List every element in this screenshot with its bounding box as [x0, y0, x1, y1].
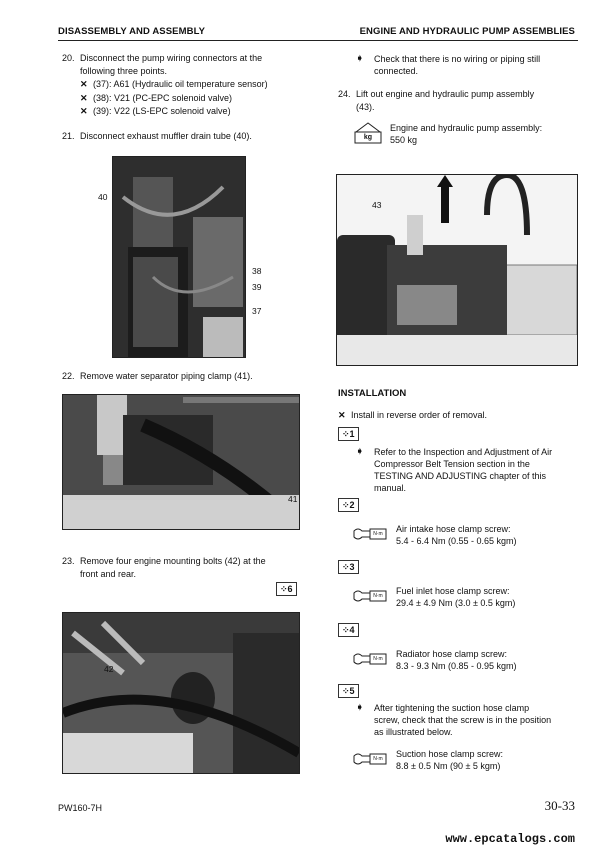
mark-5: ⁘5	[338, 684, 359, 698]
install-icon: ✕	[338, 410, 346, 420]
mark-2-spec: Air intake hose clamp screw:5.4 - 6.4 Nm…	[396, 524, 517, 546]
step-22: 22.Remove water separator piping clamp (…	[62, 371, 253, 381]
photo-engine-lift	[336, 174, 578, 366]
step-23: 23.Remove four engine mounting bolts (42…	[62, 556, 266, 579]
mark-3: ⁘3	[338, 560, 359, 574]
footer-model: PW160-7H	[58, 803, 103, 813]
photo-water-separator	[62, 394, 300, 530]
disconnect-icon: ✕	[80, 92, 88, 103]
step-24: 24.Lift out engine and hydraulic pump as…	[338, 89, 535, 112]
header-right: ENGINE AND HYDRAULIC PUMP ASSEMBLIES	[359, 26, 575, 37]
installation-title: INSTALLATION	[338, 388, 407, 399]
step-21: 21.Disconnect exhaust muffler drain tube…	[62, 131, 252, 141]
torque-wrench-icon: N·m	[352, 589, 388, 603]
mark-3-spec: Fuel inlet hose clamp screw:29.4 ± 4.9 N…	[396, 586, 516, 608]
mark-1: ⁘1	[338, 427, 359, 441]
disconnect-icon: ✕	[80, 79, 88, 89]
mark-4: ⁘4	[338, 623, 359, 637]
callout-39: 39	[252, 282, 262, 292]
install-line: ✕Install in reverse order of removal.	[338, 410, 488, 420]
mark-4-spec: Radiator hose clamp screw:8.3 - 9.3 Nm (…	[396, 649, 517, 671]
torque-wrench-icon: N·m	[352, 652, 388, 666]
photo-exhaust-drain	[112, 156, 246, 358]
callout-40: 40	[98, 192, 108, 202]
weight-kg-icon: kg	[352, 122, 384, 144]
weight-spec: Engine and hydraulic pump assembly:550 k…	[390, 123, 543, 145]
page-number: 30-33	[544, 798, 575, 813]
callout-41: 41	[288, 494, 298, 504]
callout-38: 38	[252, 266, 262, 276]
callout-37: 37	[252, 306, 262, 316]
torque-wrench-icon: N·m	[352, 752, 388, 766]
callout-43: 43	[372, 200, 382, 210]
disconnect-icon: ✕	[80, 106, 88, 116]
check-bullet-icon: ➧	[356, 53, 364, 63]
mark-2: ⁘2	[338, 498, 359, 512]
watermark-url[interactable]: www.epcatalogs.com	[445, 832, 575, 846]
step-20: 20.Disconnect the pump wiring connectors…	[62, 53, 263, 76]
bullet-icon: ➧	[356, 446, 364, 456]
check-text: Check that there is no wiring or piping …	[374, 54, 541, 76]
step-20-list: ✕(37): A61 (Hydraulic oil temperature se…	[80, 78, 268, 119]
callout-42: 42	[104, 664, 114, 674]
bullet-icon: ➧	[356, 702, 364, 712]
header-rule	[58, 40, 578, 41]
mark-5-spec: Suction hose clamp screw:8.8 ± 0.5 Nm (9…	[396, 749, 504, 771]
photo-engine-mount	[62, 612, 300, 774]
mark-6: ⁘6	[276, 582, 297, 596]
mark-1-text: Refer to the Inspection and Adjustment o…	[374, 447, 553, 493]
torque-wrench-icon: N·m	[352, 527, 388, 541]
header-left: DISASSEMBLY AND ASSEMBLY	[58, 26, 206, 37]
